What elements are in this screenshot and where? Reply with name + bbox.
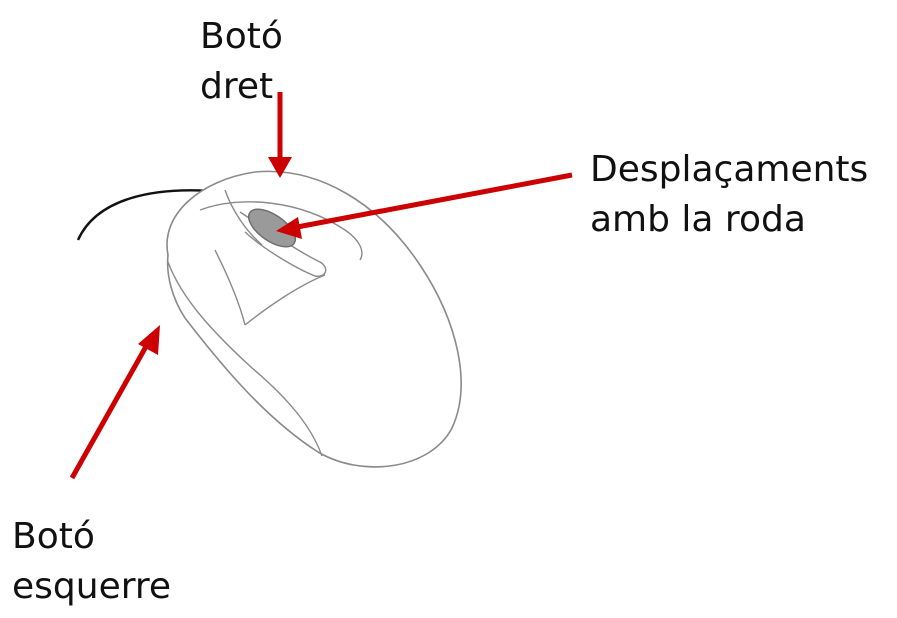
arrow-right-button [268, 92, 292, 178]
left-button-label: Botó esquerre [12, 512, 171, 612]
mouse-side-contour [167, 261, 323, 457]
scroll-wheel-label-line-1: Desplaçaments [590, 149, 869, 190]
left-button-label-line-2: esquerre [12, 566, 172, 607]
right-button-label-line-2: dret [200, 66, 274, 107]
left-button-label-line-1: Botó [12, 516, 95, 557]
right-button-label: Botó dret [200, 12, 283, 112]
mouse-cable [76, 189, 226, 241]
left-button-boundary [244, 274, 326, 326]
right-button-label-line-1: Botó [200, 16, 283, 57]
arrow-left-button [69, 325, 160, 480]
scroll-wheel [247, 208, 297, 248]
scroll-wheel-label-line-2: amb la roda [590, 199, 806, 240]
arrow-scroll-wheel [276, 172, 573, 239]
mouse-body-outline [166, 170, 462, 468]
inner-shell-line [214, 249, 246, 326]
button-split-line [224, 189, 263, 246]
scroll-wheel-label: Desplaçaments amb la roda [590, 145, 868, 245]
